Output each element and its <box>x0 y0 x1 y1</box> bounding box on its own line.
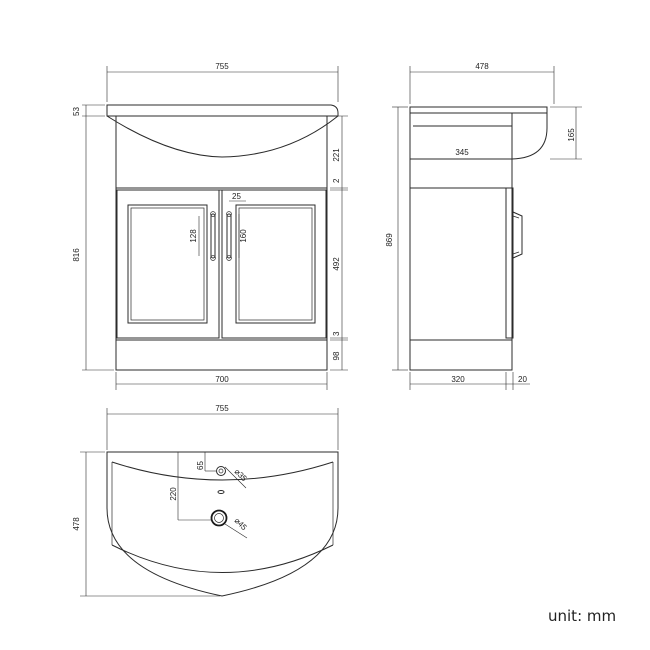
side-view: 478 165 345 869 320 20 <box>385 62 582 390</box>
side-door-thickness-label: 20 <box>518 375 527 384</box>
front-door-left <box>116 189 220 339</box>
side-basin-bowl <box>410 113 548 160</box>
front-basin-bowl <box>106 115 339 158</box>
front-door-left-panel-inner <box>130 207 205 321</box>
front-height-label: 816 <box>72 248 81 262</box>
front-rim-height-label: 53 <box>72 107 81 116</box>
front-door-right <box>221 189 327 339</box>
side-basin-rim <box>409 106 548 114</box>
top-depth-label: 478 <box>72 517 81 531</box>
front-handle-left-length-label: 128 <box>189 229 198 243</box>
side-bowl-height-label: 165 <box>567 128 576 142</box>
side-depth-label: 478 <box>475 62 489 71</box>
top-waste-offset-label: 220 <box>169 487 178 501</box>
waste-hole-icon <box>210 509 228 527</box>
front-handle-right-length-label: 160 <box>239 229 248 243</box>
front-door-right-panel <box>235 204 316 324</box>
unit-label: unit: mm <box>548 607 617 625</box>
handle-right-icon <box>226 211 232 261</box>
side-inner-depth-label: 345 <box>455 148 469 157</box>
top-bowl-back <box>111 461 334 481</box>
front-door-right-panel-inner <box>238 207 313 321</box>
front-handle-offset-label: 25 <box>232 192 241 201</box>
side-height-label: 869 <box>385 233 394 247</box>
front-door-left-panel <box>127 204 208 324</box>
handle-left-icon <box>210 211 216 261</box>
front-basin-rim <box>106 104 339 117</box>
front-width-label: 755 <box>215 62 229 71</box>
side-cabinet-depth-label: 320 <box>451 375 465 384</box>
top-bowl-front <box>111 544 334 573</box>
top-tap-offset-label: 65 <box>196 461 205 470</box>
front-gap-label: 2 <box>332 178 341 183</box>
front-view: 755 53 816 221 2 492 3 98 700 25 128 <box>72 62 348 390</box>
front-basin-depth-label: 221 <box>332 148 341 162</box>
front-bottom-gap-label: 3 <box>332 331 341 336</box>
front-door-height-label: 492 <box>332 257 341 271</box>
side-handle-icon <box>512 211 523 259</box>
tap-hole-icon <box>216 466 226 476</box>
top-waste-diameter-label: ⌀45 <box>233 516 249 532</box>
top-view: 755 478 65 220 ⌀35 ⌀45 <box>72 404 339 597</box>
front-cabinet-width-label: 700 <box>215 375 229 384</box>
top-tap-diameter-label: ⌀35 <box>233 467 249 483</box>
front-cabinet-body <box>115 115 328 371</box>
top-width-label: 755 <box>215 404 229 413</box>
overflow-hole-icon <box>217 490 225 494</box>
front-plinth-height-label: 98 <box>332 351 341 360</box>
side-cabinet-body <box>409 112 513 371</box>
